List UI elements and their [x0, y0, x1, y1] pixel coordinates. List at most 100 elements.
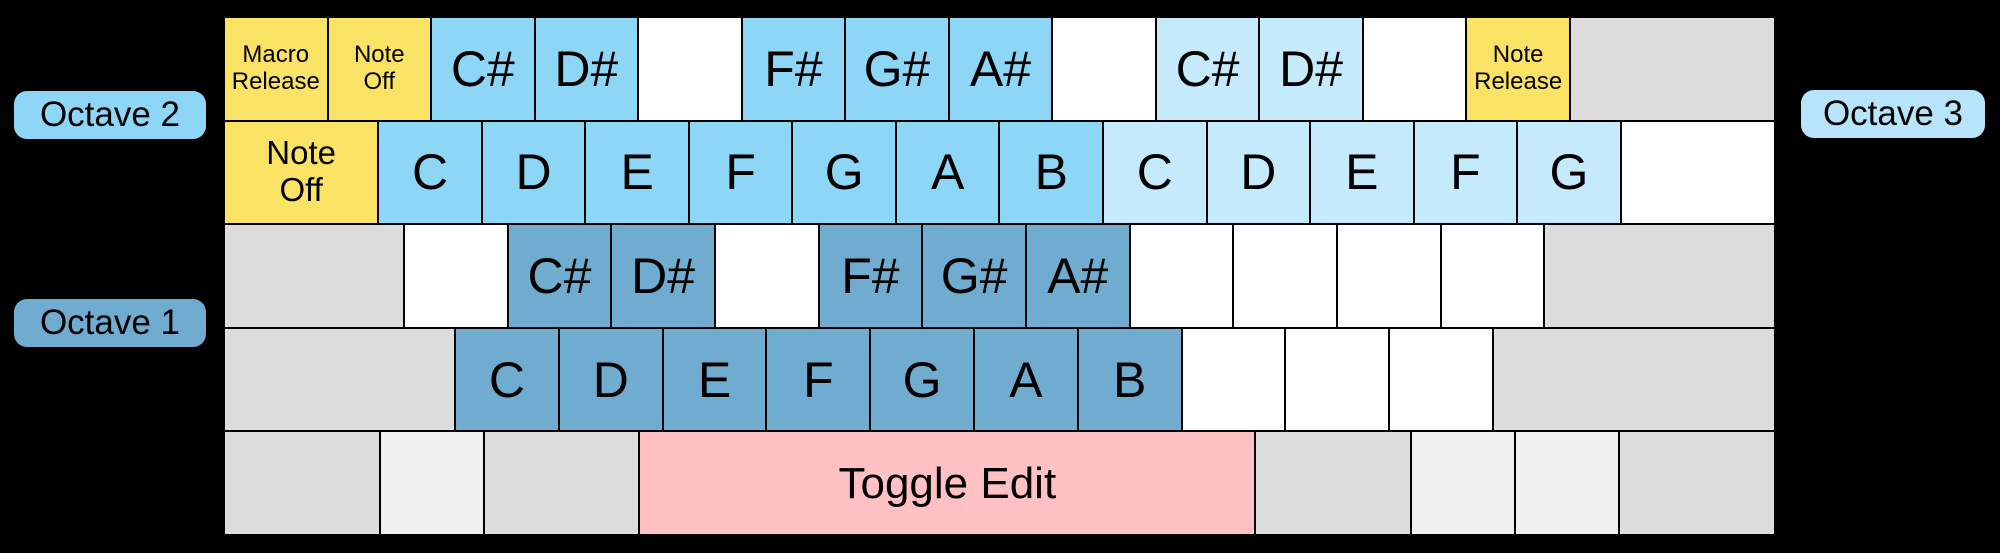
key-note-cs-oct1[interactable]: C# [507, 224, 612, 328]
key-blank[interactable] [1129, 224, 1234, 328]
key-unassigned[interactable] [224, 327, 456, 432]
key-blank[interactable] [714, 224, 819, 328]
key-unassigned[interactable] [483, 431, 640, 535]
key-blank[interactable] [1389, 327, 1494, 432]
key-label: A [1009, 351, 1043, 408]
key-unassigned[interactable] [1569, 17, 1775, 121]
key-label: D# [554, 40, 619, 97]
key-label: Release [1474, 67, 1563, 95]
key-unassigned[interactable] [1544, 224, 1776, 328]
key-label: C [1136, 144, 1173, 201]
key-note-as-oct1[interactable]: A# [1025, 224, 1130, 328]
key-unassigned[interactable] [1619, 431, 1775, 535]
octave-1-label: Octave 1 [14, 299, 206, 347]
key-note-d-oct1[interactable]: D [558, 327, 663, 432]
key-note-g-oct1[interactable]: G [870, 327, 975, 432]
key-note-e-oct3[interactable]: E [1310, 120, 1414, 225]
octave-2-label: Octave 2 [14, 91, 206, 139]
key-note-e-oct2[interactable]: E [585, 120, 689, 225]
key-label: G [902, 351, 942, 408]
key-blank[interactable] [1233, 224, 1337, 328]
key-label: C# [1175, 40, 1240, 97]
key-label: D [1240, 144, 1277, 201]
key-note-ds-oct3[interactable]: D# [1259, 17, 1363, 121]
key-note-f-oct1[interactable]: F [766, 327, 871, 432]
key-unassigned[interactable] [379, 431, 484, 535]
key-blank[interactable] [1620, 120, 1775, 225]
key-blank[interactable] [1181, 327, 1286, 432]
key-label: Release [231, 67, 320, 95]
key-note-g-oct2[interactable]: G [792, 120, 896, 225]
key-note-c-oct3[interactable]: C [1103, 120, 1207, 225]
key-label: E [697, 351, 732, 408]
key-note-f-oct2[interactable]: F [688, 120, 793, 225]
key-note-cs-oct2[interactable]: C# [431, 17, 535, 121]
key-blank[interactable] [1052, 17, 1156, 121]
key-note-gs-oct1[interactable]: G# [922, 224, 1026, 328]
key-label: F [725, 144, 756, 201]
key-label: E [1345, 144, 1379, 201]
key-note-fs-oct2[interactable]: F# [741, 17, 846, 121]
key-unassigned[interactable] [224, 224, 404, 328]
key-label: F# [764, 40, 823, 97]
key-blank[interactable] [1336, 224, 1441, 328]
key-unassigned[interactable] [1515, 431, 1620, 535]
key-label: C [488, 351, 525, 408]
key-label: Note [266, 134, 336, 172]
key-note-e-oct1[interactable]: E [662, 327, 767, 432]
key-blank[interactable] [1440, 224, 1545, 328]
key-label: E [620, 144, 654, 201]
key-note-b-oct2[interactable]: B [999, 120, 1104, 225]
key-note-gs-oct2[interactable]: G# [845, 17, 949, 121]
octave-3-label-text: Octave 3 [1822, 94, 1964, 133]
key-note-d-oct2[interactable]: D [481, 120, 586, 225]
key-label: D# [631, 247, 696, 304]
key-blank[interactable] [1362, 17, 1467, 121]
key-unassigned[interactable] [1493, 327, 1775, 432]
key-label: C# [527, 247, 592, 304]
key-label: C# [450, 40, 515, 97]
key-note-c-oct1[interactable]: C [455, 327, 559, 432]
keyboard-row: C# D# F#G# A# [224, 224, 1776, 328]
key-label: D [515, 144, 552, 201]
key-blank[interactable] [1285, 327, 1390, 432]
key-note-a-oct2[interactable]: A [895, 120, 1000, 225]
key-blank[interactable] [638, 17, 742, 121]
key-label: D# [1279, 40, 1344, 97]
key-unassigned[interactable] [1255, 431, 1411, 535]
key-label: Off [279, 171, 323, 209]
octave-2-label-text: Octave 2 [39, 95, 181, 134]
key-note-ds-oct1[interactable]: D# [611, 224, 715, 328]
key-note-g-oct3[interactable]: G [1517, 120, 1621, 225]
key-label: Macro [242, 40, 310, 68]
key-note-a-oct1[interactable]: A [974, 327, 1078, 432]
key-label: G [824, 144, 864, 201]
keyboard-row: Toggle Edit [224, 431, 1775, 535]
key-note-c-oct2[interactable]: C [378, 120, 482, 225]
key-note-b-oct1[interactable]: B [1077, 327, 1182, 432]
key-unassigned[interactable] [224, 431, 380, 535]
key-blank[interactable] [403, 224, 508, 328]
octave-3-label: Octave 3 [1801, 90, 1985, 138]
key-note-f-oct3[interactable]: F [1413, 120, 1518, 225]
key-label: A# [1047, 247, 1109, 304]
key-label: G# [863, 40, 931, 97]
key-label: A# [969, 40, 1032, 97]
key-note-fs-oct1[interactable]: F# [818, 224, 923, 328]
key-note-cs-oct3[interactable]: C# [1155, 17, 1260, 121]
key-note-d-oct3[interactable]: D [1206, 120, 1311, 225]
key-unassigned[interactable] [1410, 431, 1516, 535]
key-label: F [1450, 144, 1481, 201]
key-label: Note [353, 40, 405, 68]
key-toggle-edit[interactable]: Toggle Edit [639, 431, 1256, 535]
key-note-ds-oct2[interactable]: D# [534, 17, 639, 121]
key-note-as-oct2[interactable]: A# [948, 17, 1053, 121]
